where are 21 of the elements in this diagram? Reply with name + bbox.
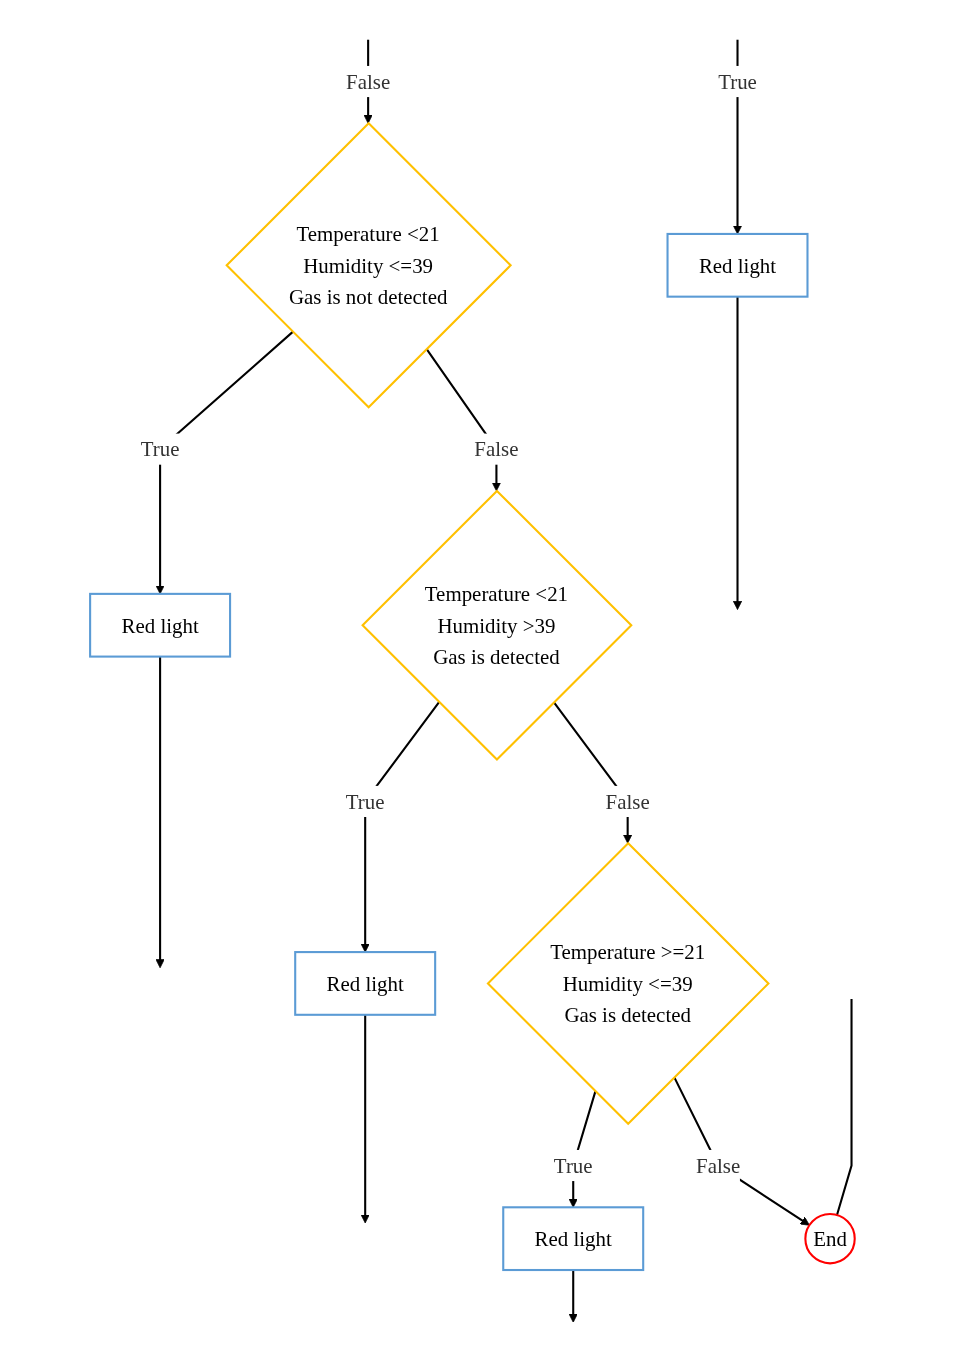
edge-label: True	[718, 65, 757, 98]
process-box: Red light	[89, 592, 232, 658]
edge-label: True	[345, 789, 385, 813]
edge-label: True	[140, 433, 180, 465]
arrow	[568, 1270, 578, 1323]
edge-label: False	[696, 1153, 741, 1177]
arrow	[732, 296, 743, 610]
process-box: Red light	[666, 232, 809, 298]
edge-label: False	[474, 433, 519, 465]
decision-diamond: Temperature >=21 Humidity <=39 Gas is detected	[486, 841, 770, 1126]
end-terminal: End	[804, 1212, 856, 1265]
edge-label: False	[605, 789, 650, 813]
arrow	[360, 701, 440, 953]
edge-label: False	[346, 65, 391, 98]
edge-label: True	[553, 1153, 593, 1177]
arrow	[155, 656, 165, 969]
decision-diamond: Temperature <21 Humidity <=39 Gas is not detected	[225, 121, 513, 409]
decision-diamond: Temperature <21 Humidity >39 Gas is detected	[361, 489, 633, 762]
process-box: Red light	[502, 1206, 645, 1272]
arrow	[360, 1014, 370, 1224]
process-box: Red light	[294, 951, 437, 1016]
